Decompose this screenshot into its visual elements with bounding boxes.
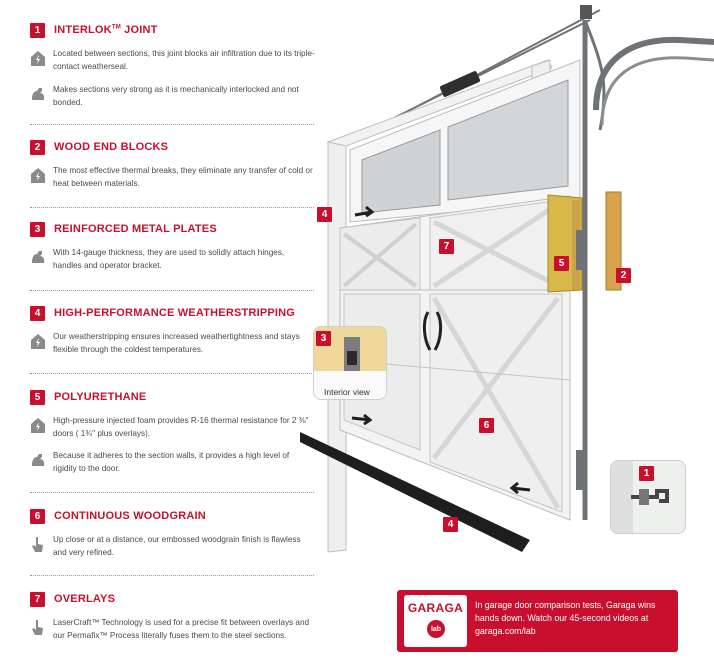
strong-arm-icon <box>32 88 45 100</box>
section-title: INTERLOKTM JOINT <box>54 24 158 36</box>
section-polyurethane: 5 POLYURETHANE High-pressure injected fo… <box>30 389 320 473</box>
garage-door-illustration: 4 7 5 2 6 4 Interior view 3 1 <box>296 0 714 580</box>
divider <box>30 207 314 208</box>
metal-plate-drawing <box>314 337 386 399</box>
house-bolt-icon <box>31 168 45 183</box>
section-title: CONTINUOUS WOODGRAIN <box>54 510 206 522</box>
feature-item: Because it adheres to the section walls,… <box>30 450 320 475</box>
divider <box>30 492 314 493</box>
section-number: 6 <box>30 508 45 524</box>
callout-metal-plates: 3 <box>316 331 331 346</box>
feature-item: High-pressure injected foam provides R-1… <box>30 415 320 440</box>
hand-touch-icon <box>32 620 43 635</box>
section-title: WOOD END BLOCKS <box>54 141 169 153</box>
callout-woodgrain: 6 <box>479 418 494 433</box>
section-continuous-woodgrain: 6 CONTINUOUS WOODGRAIN Up close or at a … <box>30 508 320 557</box>
section-title: HIGH-PERFORMANCE WEATHERSTRIPPING <box>54 307 296 319</box>
section-interlok-joint: 1 INTERLOKTM JOINT Located between secti… <box>30 22 320 107</box>
callout-bottom-weatherstrip: 4 <box>443 517 458 532</box>
section-wood-end-blocks: 2 WOOD END BLOCKS The most effective the… <box>30 139 320 188</box>
feature-item: Up close or at a distance, our embossed … <box>30 534 320 559</box>
callout-overlays: 7 <box>439 239 454 254</box>
feature-list: 1 INTERLOKTM JOINT Located between secti… <box>0 0 322 667</box>
feature-item: The most effective thermal breaks, they … <box>30 165 320 190</box>
divider <box>30 575 314 576</box>
interlok-drawing <box>611 461 669 533</box>
house-bolt-icon <box>31 418 45 433</box>
section-number: 1 <box>30 22 45 38</box>
divider <box>30 124 314 125</box>
section-title: REINFORCED METAL PLATES <box>54 223 217 235</box>
section-overlays: 7 OVERLAYS LaserCraft™ Technology is use… <box>30 591 320 640</box>
section-weatherstripping: 4 HIGH-PERFORMANCE WEATHERSTRIPPING Our … <box>30 305 320 354</box>
section-number: 4 <box>30 305 45 321</box>
callout-interlok: 1 <box>639 466 654 481</box>
feature-item: LaserCraft™ Technology is used for a pre… <box>30 617 320 642</box>
callout-polyurethane: 5 <box>554 256 569 271</box>
garaga-lab-logo: GARAGA lab <box>404 595 467 647</box>
divider <box>30 373 314 374</box>
feature-item: Makes sections very strong as it is mech… <box>30 84 320 109</box>
feature-item: Located between sections, this joint blo… <box>30 48 320 73</box>
callout-weatherstripping: 4 <box>317 207 332 222</box>
house-bolt-icon <box>31 334 45 349</box>
section-number: 7 <box>30 591 45 607</box>
section-number: 5 <box>30 389 45 405</box>
callout-wood-end-blocks: 2 <box>616 268 631 283</box>
hand-touch-icon <box>32 537 43 552</box>
divider <box>30 290 314 291</box>
section-title: OVERLAYS <box>54 593 116 605</box>
garaga-lab-banner[interactable]: GARAGA lab In garage door comparison tes… <box>397 590 678 652</box>
strong-arm-icon <box>32 454 45 466</box>
section-number: 2 <box>30 139 45 155</box>
feature-item: Our weatherstripping ensures increased w… <box>30 331 320 356</box>
section-title: POLYURETHANE <box>54 391 147 403</box>
section-number: 3 <box>30 221 45 237</box>
strong-arm-icon <box>32 251 45 263</box>
promo-text: In garage door comparison tests, Garaga … <box>475 600 656 636</box>
feature-item: With 14-gauge thickness, they are used t… <box>30 247 320 272</box>
section-reinforced-metal-plates: 3 REINFORCED METAL PLATES With 14-gauge … <box>30 221 320 270</box>
interior-view-label: Interior view <box>324 387 370 397</box>
house-bolt-icon <box>31 51 45 66</box>
